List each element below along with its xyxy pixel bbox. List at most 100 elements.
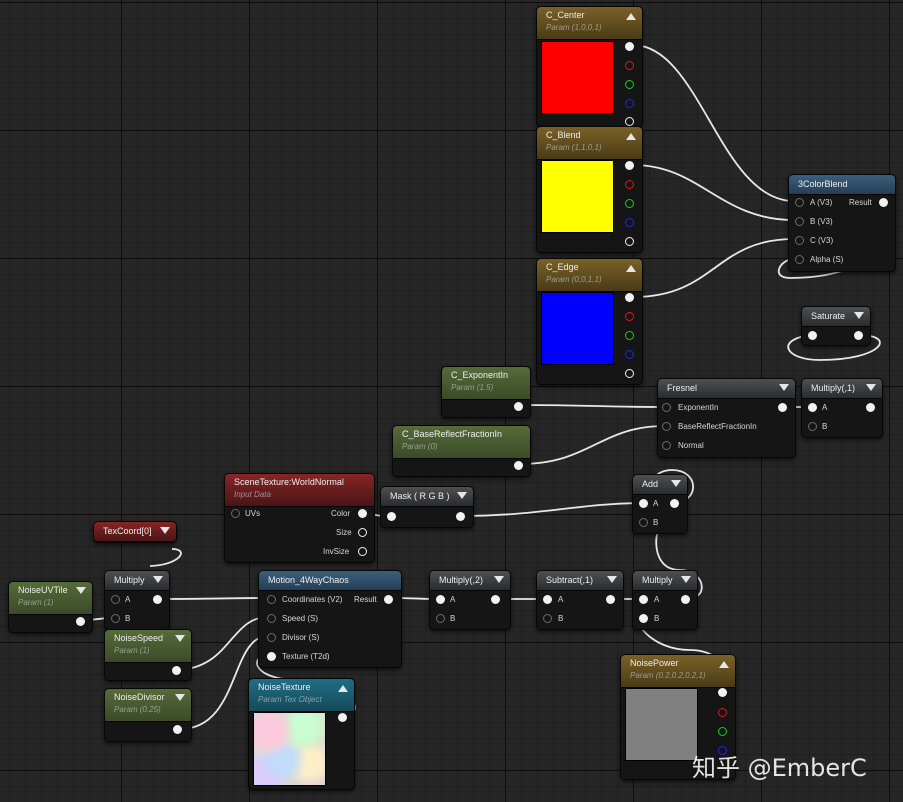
mask-node[interactable]: Mask ( R G B ) xyxy=(380,486,474,528)
coordinates-input-pin[interactable] xyxy=(267,595,276,604)
collapse-arrow-icon[interactable] xyxy=(457,492,467,499)
c-input-pin[interactable] xyxy=(795,236,804,245)
b-input-pin[interactable] xyxy=(639,614,648,623)
output-pin[interactable] xyxy=(76,617,85,626)
collapse-arrow-icon[interactable] xyxy=(607,576,617,583)
collapse-arrow-icon[interactable] xyxy=(175,635,185,642)
motion-4way-chaos-node[interactable]: Motion_4WayChaos Coordinates (V2) Result… xyxy=(258,570,402,668)
g-output-pin[interactable] xyxy=(625,331,634,340)
three-color-blend-node[interactable]: 3ColorBlend A (V3) Result B (V3) C (V3) … xyxy=(788,174,896,272)
a-input-pin[interactable] xyxy=(795,198,804,207)
a-input-pin[interactable] xyxy=(436,595,445,604)
a-input-pin[interactable] xyxy=(639,595,648,604)
r-output-pin[interactable] xyxy=(625,61,634,70)
color-output-pin[interactable] xyxy=(358,509,367,518)
output-pin[interactable] xyxy=(854,331,863,340)
output-pin[interactable] xyxy=(670,499,679,508)
noise-texture-node[interactable]: NoiseTexture Param Tex Object xyxy=(248,678,355,790)
output-pin[interactable] xyxy=(606,595,615,604)
node-header[interactable]: Fresnel xyxy=(658,379,795,399)
node-header[interactable]: Multiply(,2) xyxy=(430,571,510,591)
input-pin[interactable] xyxy=(387,512,396,521)
a-input-pin[interactable] xyxy=(111,595,120,604)
output-pin[interactable] xyxy=(456,512,465,521)
output-pin[interactable] xyxy=(173,725,182,734)
collapse-arrow-icon[interactable] xyxy=(626,13,636,20)
c-center-node[interactable]: C_Center Param (1,0,0,1) xyxy=(536,6,643,127)
collapse-arrow-icon[interactable] xyxy=(160,527,170,534)
collapse-arrow-icon[interactable] xyxy=(626,265,636,272)
node-header[interactable]: NoiseUVTile Param (1) xyxy=(9,582,92,615)
r-output-pin[interactable] xyxy=(625,180,634,189)
rgb-output-pin[interactable] xyxy=(625,42,634,51)
a-output-pin[interactable] xyxy=(625,369,634,378)
invsize-output-pin[interactable] xyxy=(358,547,367,556)
c-blend-node[interactable]: C_Blend Param (1,1,0,1) xyxy=(536,126,643,253)
b-input-pin[interactable] xyxy=(639,518,648,527)
rgb-output-pin[interactable] xyxy=(625,293,634,302)
noise-speed-node[interactable]: NoiseSpeed Param (1) xyxy=(104,629,192,681)
a-output-pin[interactable] xyxy=(625,237,634,246)
scene-texture-node[interactable]: SceneTexture:WorldNormal Input Data UVs … xyxy=(224,473,375,563)
add-node[interactable]: Add A B xyxy=(632,474,688,534)
output-pin[interactable] xyxy=(172,666,181,675)
node-header[interactable]: C_Center Param (1,0,0,1) xyxy=(537,7,642,40)
node-header[interactable]: NoiseTexture Param Tex Object xyxy=(249,679,354,712)
multiply-2-node[interactable]: Multiply(,2) A B xyxy=(429,570,511,630)
output-pin[interactable] xyxy=(491,595,500,604)
output-pin[interactable] xyxy=(681,595,690,604)
result-output-pin[interactable] xyxy=(879,198,888,207)
node-header[interactable]: C_Blend Param (1,1,0,1) xyxy=(537,127,642,160)
b-input-pin[interactable] xyxy=(436,614,445,623)
r-output-pin[interactable] xyxy=(625,312,634,321)
multiply-b-node[interactable]: Multiply A B xyxy=(632,570,698,630)
b-input-pin[interactable] xyxy=(111,614,120,623)
output-pin[interactable] xyxy=(153,595,162,604)
a-input-pin[interactable] xyxy=(639,499,648,508)
collapse-arrow-icon[interactable] xyxy=(719,661,729,668)
node-header[interactable]: Saturate xyxy=(802,307,870,327)
uvs-input-pin[interactable] xyxy=(231,509,240,518)
subtract-node[interactable]: Subtract(,1) A B xyxy=(536,570,624,630)
output-pin[interactable] xyxy=(866,403,875,412)
multiply-a-node[interactable]: Multiply A B xyxy=(104,570,170,630)
collapse-arrow-icon[interactable] xyxy=(779,384,789,391)
collapse-arrow-icon[interactable] xyxy=(494,576,504,583)
node-header[interactable]: Subtract(,1) xyxy=(537,571,623,591)
output-pin[interactable] xyxy=(514,402,523,411)
rgb-output-pin[interactable] xyxy=(718,688,727,697)
collapse-arrow-icon[interactable] xyxy=(671,480,681,487)
divisor-input-pin[interactable] xyxy=(267,633,276,642)
node-header[interactable]: Multiply(,1) xyxy=(802,379,882,399)
exponent-input-pin[interactable] xyxy=(662,403,671,412)
collapse-arrow-icon[interactable] xyxy=(681,576,691,583)
node-header[interactable]: Add xyxy=(633,475,687,495)
input-pin[interactable] xyxy=(808,331,817,340)
c-edge-node[interactable]: C_Edge Param (0,0,1,1) xyxy=(536,258,643,385)
base-reflect-input-pin[interactable] xyxy=(662,422,671,431)
noise-uv-tile-node[interactable]: NoiseUVTile Param (1) xyxy=(8,581,93,633)
r-output-pin[interactable] xyxy=(718,708,727,717)
a-input-pin[interactable] xyxy=(808,403,817,412)
output-pin[interactable] xyxy=(514,461,523,470)
b-input-pin[interactable] xyxy=(808,422,817,431)
c-exponent-node[interactable]: C_ExponentIn Param (1.5) xyxy=(441,366,531,418)
node-header[interactable]: NoisePower Param (0.2,0.2,0.2,1) xyxy=(621,655,735,688)
collapse-arrow-icon[interactable] xyxy=(153,576,163,583)
node-header[interactable]: C_BaseReflectFractionIn Param (0) xyxy=(393,426,530,459)
g-output-pin[interactable] xyxy=(625,199,634,208)
node-header[interactable]: SceneTexture:WorldNormal Input Data xyxy=(225,474,374,507)
result-output-pin[interactable] xyxy=(384,595,393,604)
collapse-arrow-icon[interactable] xyxy=(175,694,185,701)
collapse-arrow-icon[interactable] xyxy=(866,384,876,391)
node-header[interactable]: Mask ( R G B ) xyxy=(381,487,473,507)
saturate-node[interactable]: Saturate xyxy=(801,306,871,346)
speed-input-pin[interactable] xyxy=(267,614,276,623)
g-output-pin[interactable] xyxy=(625,80,634,89)
b-input-pin[interactable] xyxy=(795,217,804,226)
fresnel-node[interactable]: Fresnel ExponentIn BaseReflectFractionIn… xyxy=(657,378,796,458)
b-output-pin[interactable] xyxy=(625,218,634,227)
node-header[interactable]: 3ColorBlend xyxy=(789,175,895,195)
output-pin[interactable] xyxy=(778,403,787,412)
node-header[interactable]: C_ExponentIn Param (1.5) xyxy=(442,367,530,400)
